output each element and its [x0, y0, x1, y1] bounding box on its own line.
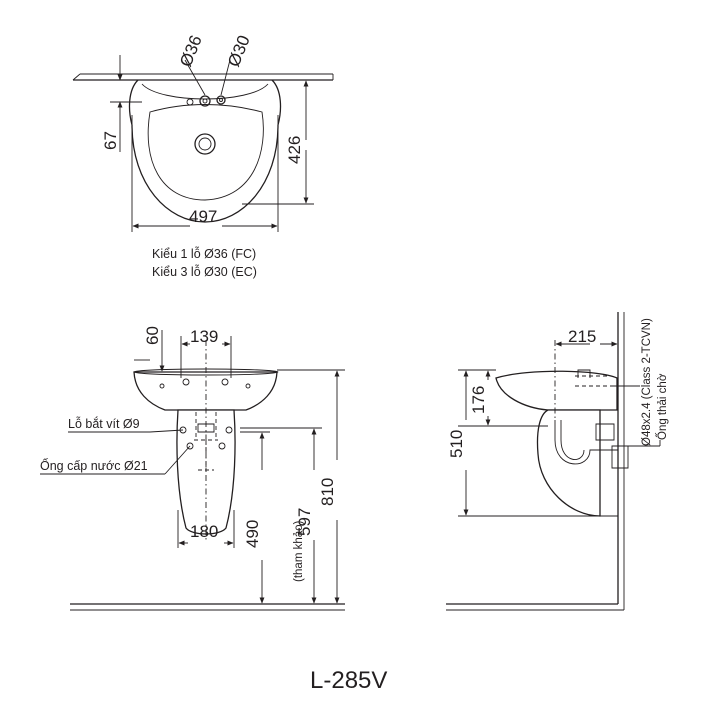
dim-490: 490: [243, 520, 262, 548]
dim-67: 67: [101, 131, 120, 150]
dim-176: 176: [469, 386, 488, 414]
dim-426: 426: [285, 136, 304, 164]
drain-label: Ống thải chờ: [655, 373, 669, 440]
drain-hole: [194, 133, 216, 155]
bowl-outline: [147, 104, 264, 201]
dim-597: 597: [295, 508, 314, 536]
tap-hole-center: [199, 95, 211, 107]
basin-outline: [128, 79, 282, 223]
tap-hole-right: [216, 95, 226, 105]
reference-label: (tham khảo): [293, 520, 305, 582]
side-basin: [495, 370, 618, 411]
dim-510: 510: [447, 430, 466, 458]
note-three-hole: Kiểu 3 lỗ Ø30 (EC): [152, 264, 257, 279]
dim-810: 810: [318, 478, 337, 506]
screw-hole-label: Lỗ bắt vít Ø9: [68, 416, 140, 431]
dim-497: 497: [189, 207, 217, 226]
dim-139: 139: [190, 327, 218, 346]
dim-60: 60: [143, 326, 162, 345]
pipe-spec-label: Ø48x2.4 (Class 2-TCVN): [641, 318, 653, 446]
dim-180: 180: [190, 522, 218, 541]
hole-label-30: Ø30: [224, 33, 254, 70]
model-name: L-285V: [310, 667, 387, 694]
front-view: 60 139 Lỗ bắt vít Ø9 Ống cấp nước Ø21 18…: [40, 326, 345, 611]
tap-hole-left: [186, 98, 194, 106]
dim-215: 215: [568, 327, 596, 346]
note-one-hole: Kiểu 1 lỗ Ø36 (FC): [152, 246, 256, 261]
hole-label-36: Ø36: [176, 33, 206, 70]
water-pipe-label: Ống cấp nước Ø21: [40, 458, 148, 473]
top-view: Ø36 Ø30 67 426 497 Kiểu 1 lỗ Ø36 (FC) Ki…: [72, 33, 334, 279]
front-basin: [133, 371, 278, 411]
side-view: 215 176 510 Ø48x2.4 (Class 2-TCVN) Ống t…: [446, 312, 669, 611]
